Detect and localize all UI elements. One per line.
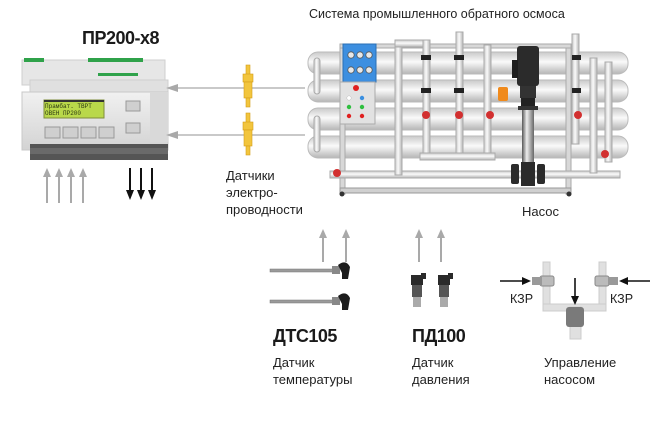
pump-valve-center	[566, 307, 584, 327]
conductivity-label: Датчики электро- проводности	[226, 168, 303, 217]
conductivity-signal-lines	[166, 84, 305, 139]
pressure-sensor-2	[438, 273, 453, 307]
control-panel	[339, 81, 376, 125]
pump-control-assembly	[532, 261, 618, 340]
pump-label: Насос	[522, 204, 559, 219]
controller-input-arrows	[46, 175, 84, 203]
lcd-line-2: ОВЕН ПР200	[45, 110, 82, 117]
temperature-sensor-label: Датчик температуры	[273, 355, 353, 387]
lcd-text: Прамбат. ТВРТ ОВЕН ПР200	[45, 103, 92, 117]
lcd-line-1: Прамбат. ТВРТ	[45, 103, 92, 110]
system-title: Система промышленного обратного осмоса	[309, 7, 565, 21]
sel-button[interactable]	[98, 126, 115, 139]
controller-output-arrows	[129, 168, 153, 192]
temperature-sensor-2	[269, 293, 350, 310]
down-button[interactable]	[80, 126, 97, 139]
pump-control-arrows	[500, 278, 650, 298]
gauge-panel	[342, 43, 377, 83]
esc-button[interactable]	[125, 100, 141, 112]
conductivity-sensor-1	[242, 64, 254, 108]
pump	[511, 46, 545, 186]
kzr-left-label: КЗР	[510, 292, 534, 306]
temperature-sensor-1	[269, 262, 350, 279]
kzr-valve-right	[594, 275, 610, 287]
filter-cartridge	[498, 87, 508, 101]
pressure-sensor-model: ПД100	[412, 326, 466, 346]
controller-device	[21, 58, 169, 160]
pump-control-label: Управление насосом	[544, 355, 617, 387]
ok-button[interactable]	[125, 122, 141, 134]
temperature-sensor-model: ДТС105	[273, 326, 337, 346]
pressure-sensor-1	[411, 273, 426, 307]
kzr-right-label: КЗР	[610, 292, 634, 306]
kzr-valve-left	[539, 275, 555, 287]
alt-button[interactable]	[44, 126, 61, 139]
up-button[interactable]	[62, 126, 79, 139]
ro-system	[307, 31, 629, 197]
sensor-signal-arrows	[322, 236, 442, 262]
controller-model-label: ПР200-х8	[82, 28, 160, 48]
conductivity-sensor-2	[242, 112, 254, 156]
pressure-sensor-label: Датчик давления	[412, 355, 470, 387]
